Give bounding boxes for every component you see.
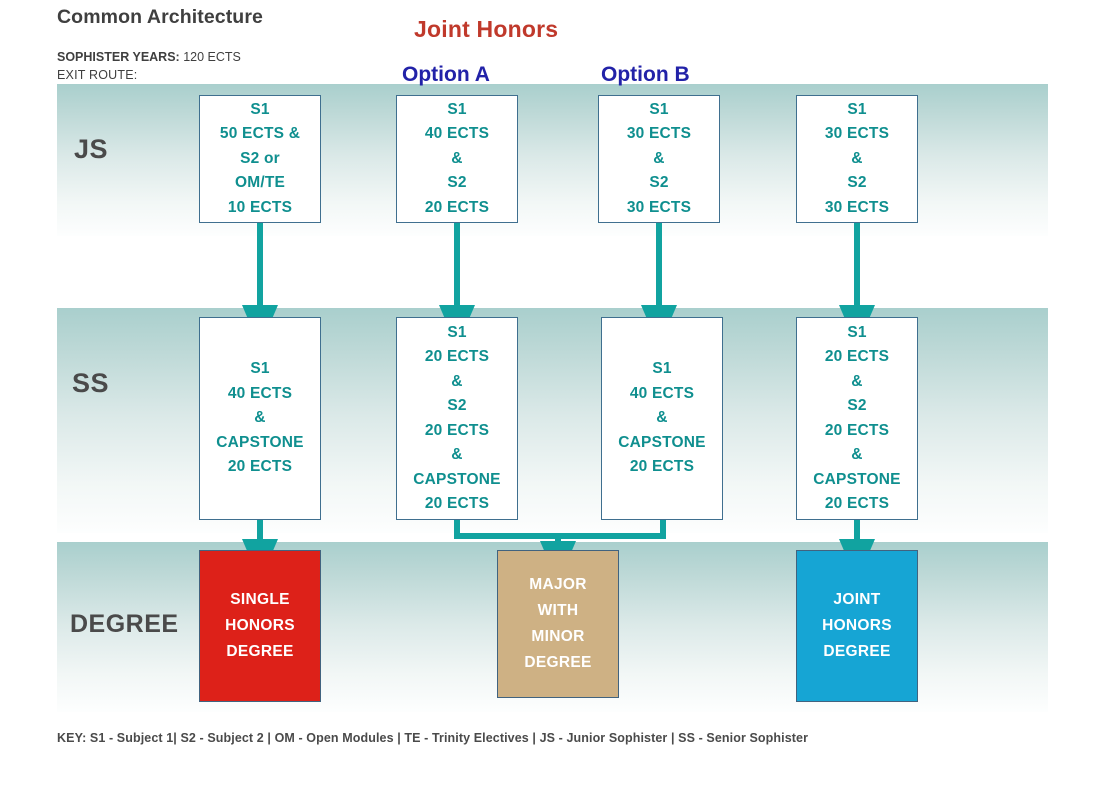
- text-line: 20 ECTS: [824, 348, 890, 365]
- text-line: S1: [847, 100, 867, 118]
- text-line: 40 ECTS: [629, 384, 695, 402]
- text-line: S2: [847, 174, 867, 192]
- text-line: MINOR: [531, 628, 585, 645]
- ss-box-col3[interactable]: S1 40 ECTS & CAPSTONE 20 ECTS: [601, 317, 723, 520]
- text-line: MAJOR: [529, 576, 587, 593]
- text-line: CAPSTONE: [216, 433, 304, 451]
- text-line: &: [254, 409, 266, 427]
- text-line: &: [451, 372, 463, 390]
- text-line: S2: [649, 174, 669, 192]
- text-line: &: [656, 409, 668, 427]
- text-line: S1: [250, 360, 270, 378]
- joint-honors-heading: Joint Honors: [414, 16, 559, 42]
- page-title: Common Architecture: [57, 6, 263, 28]
- text-line: &: [451, 446, 463, 463]
- sophister-years-value: 120 ECTS: [179, 50, 241, 64]
- text-line: 20 ECTS: [424, 198, 490, 216]
- text-line: DEGREE: [226, 643, 294, 660]
- text-line: CAPSTONE: [618, 433, 706, 451]
- degree-box-major-with-minor[interactable]: MAJOR WITH MINOR DEGREE: [497, 550, 619, 698]
- text-line: S1: [652, 360, 672, 378]
- exit-route-label: EXIT ROUTE:: [57, 68, 138, 82]
- ss-box-col1-text: S1 40 ECTS & CAPSTONE 20 ECTS: [200, 357, 320, 480]
- text-line: 30 ECTS: [626, 198, 692, 216]
- text-line: 30 ECTS: [824, 125, 890, 143]
- option-b-heading: Option B: [601, 63, 690, 86]
- text-line: S1: [447, 100, 467, 118]
- row-label-ss: SS: [72, 368, 110, 398]
- degree-box-major-with-minor-text: MAJOR WITH MINOR DEGREE: [498, 572, 618, 676]
- row-label-js: JS: [74, 134, 109, 164]
- sophister-years-label: SOPHISTER YEARS:: [57, 50, 180, 64]
- degree-box-joint-honors-text: JOINT HONORS DEGREE: [797, 587, 917, 665]
- footer-key: KEY: S1 - Subject 1| S2 - Subject 2 | OM…: [57, 731, 809, 745]
- degree-box-single-honors[interactable]: SINGLE HONORS DEGREE: [199, 550, 321, 702]
- text-line: JOINT: [833, 591, 881, 608]
- degree-box-joint-honors[interactable]: JOINT HONORS DEGREE: [796, 550, 918, 702]
- ss-box-col1[interactable]: S1 40 ECTS & CAPSTONE 20 ECTS: [199, 317, 321, 520]
- js-box-col2[interactable]: S1 40 ECTS & S2 20 ECTS: [396, 95, 518, 223]
- text-line: &: [653, 149, 665, 167]
- text-line: 20 ECTS: [424, 421, 490, 439]
- js-box-col4-text: S1 30 ECTS & S2 30 ECTS: [797, 98, 917, 221]
- text-line: S1: [447, 323, 467, 341]
- js-box-col2-text: S1 40 ECTS & S2 20 ECTS: [397, 98, 517, 221]
- text-line: 20 ECTS: [629, 458, 695, 476]
- ss-box-col2[interactable]: S1 20 ECTS & S2 20 ECTS & CAPSTONE 20 ECTS: [396, 317, 518, 520]
- text-line: 20 ECTS: [424, 495, 490, 512]
- text-line: S2: [847, 397, 867, 414]
- text-line: 40 ECTS: [424, 125, 490, 143]
- js-box-col4[interactable]: S1 30 ECTS & S2 30 ECTS: [796, 95, 918, 223]
- text-line: 20 ECTS: [424, 348, 490, 365]
- text-line: DEGREE: [823, 643, 891, 660]
- row-label-degree: DEGREE: [70, 610, 179, 638]
- text-line: S1: [847, 323, 867, 341]
- text-line: 20 ECTS: [824, 421, 890, 439]
- text-line: WITH: [537, 602, 579, 619]
- text-line: 20 ECTS: [824, 495, 890, 512]
- text-line: S2 or: [240, 149, 280, 167]
- ss-box-col4-text: S1 20 ECTS & S2 20 ECTS & CAPSTONE 20 ECTS: [797, 321, 917, 517]
- text-line: 50 ECTS &: [219, 125, 301, 143]
- ss-box-col4[interactable]: S1 20 ECTS & S2 20 ECTS & CAPSTONE 20 ECTS: [796, 317, 918, 520]
- text-line: CAPSTONE: [813, 470, 901, 488]
- js-box-col1-text: S1 50 ECTS & S2 or OM/TE 10 ECTS: [200, 98, 320, 221]
- text-line: HONORS: [225, 617, 295, 634]
- ss-box-col2-text: S1 20 ECTS & S2 20 ECTS & CAPSTONE 20 ECTS: [397, 321, 517, 517]
- text-line: HONORS: [822, 617, 892, 634]
- text-line: SINGLE: [230, 591, 290, 608]
- ss-box-col3-text: S1 40 ECTS & CAPSTONE 20 ECTS: [602, 357, 722, 480]
- text-line: CAPSTONE: [413, 470, 501, 488]
- sophister-years-line: SOPHISTER YEARS: 120 ECTS: [57, 50, 241, 64]
- text-line: S2: [447, 174, 467, 192]
- text-line: 30 ECTS: [824, 198, 890, 216]
- text-line: &: [851, 372, 863, 390]
- text-line: S1: [250, 100, 270, 118]
- text-line: S1: [649, 100, 669, 118]
- text-line: &: [851, 446, 863, 463]
- text-line: 10 ECTS: [227, 198, 293, 216]
- js-box-col3[interactable]: S1 30 ECTS & S2 30 ECTS: [598, 95, 720, 223]
- option-a-heading: Option A: [402, 63, 490, 86]
- text-line: S2: [447, 397, 467, 414]
- degree-box-single-honors-text: SINGLE HONORS DEGREE: [200, 587, 320, 665]
- text-line: &: [451, 149, 463, 167]
- text-line: 20 ECTS: [227, 458, 293, 476]
- text-line: &: [851, 149, 863, 167]
- text-line: 30 ECTS: [626, 125, 692, 143]
- text-line: DEGREE: [524, 654, 592, 671]
- text-line: 40 ECTS: [227, 384, 293, 402]
- js-box-col1[interactable]: S1 50 ECTS & S2 or OM/TE 10 ECTS: [199, 95, 321, 223]
- text-line: OM/TE: [234, 174, 286, 192]
- js-box-col3-text: S1 30 ECTS & S2 30 ECTS: [599, 98, 719, 221]
